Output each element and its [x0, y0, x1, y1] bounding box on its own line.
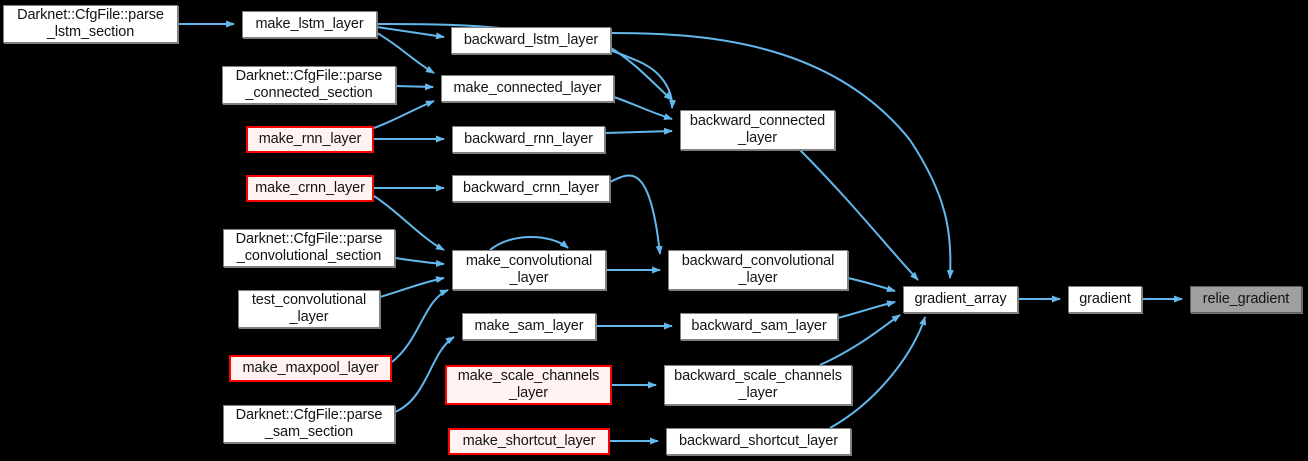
node-parse_lstm_section[interactable]: Darknet::CfgFile::parse _lstm_section: [3, 5, 178, 43]
node-relie_gradient[interactable]: relie_gradient: [1190, 286, 1302, 313]
node-label: backward_shortcut_layer: [679, 433, 838, 449]
node-make_rnn_layer[interactable]: make_rnn_layer: [246, 126, 374, 153]
edge-make_maxpool_layer-to-make_convolutional_layer: [391, 289, 449, 363]
node-label: backward_convolutional _layer: [681, 253, 835, 286]
node-label: make_rnn_layer: [258, 131, 362, 147]
node-label: make_maxpool_layer: [242, 360, 379, 376]
node-test_convolutional_layer[interactable]: test_convolutional _layer: [238, 290, 380, 328]
edge-backward_rnn_layer-to-backward_connected_layer: [604, 127, 673, 135]
node-label: make_lstm_layer: [255, 16, 364, 32]
edge-backward_crnn_layer-to-backward_convolutional_layer: [609, 174, 663, 255]
node-make_convolutional_layer[interactable]: make_convolutional _layer: [452, 250, 606, 290]
node-label: Darknet::CfgFile::parse _connected_secti…: [235, 68, 383, 101]
node-label: gradient_array: [914, 291, 1007, 307]
node-gradient_array[interactable]: gradient_array: [903, 286, 1018, 313]
node-backward_sam_layer[interactable]: backward_sam_layer: [680, 313, 838, 340]
node-backward_crnn_layer[interactable]: backward_crnn_layer: [452, 175, 610, 202]
node-backward_scale_channels_layer[interactable]: backward_scale_channels _layer: [664, 365, 852, 405]
node-parse_connected_section[interactable]: Darknet::CfgFile::parse _connected_secti…: [222, 66, 396, 104]
node-label: make_sam_layer: [474, 318, 584, 334]
edge-make_rnn_layer-to-make_connected_layer: [373, 100, 435, 129]
node-parse_sam_section[interactable]: Darknet::CfgFile::parse _sam_section: [223, 405, 395, 443]
edge-backward_sam_layer-to-gradient_array: [837, 300, 896, 319]
node-gradient[interactable]: gradient: [1068, 286, 1142, 313]
node-parse_convolutional_section[interactable]: Darknet::CfgFile::parse _convolutional_s…: [223, 229, 395, 267]
node-backward_connected_layer[interactable]: backward_connected _layer: [680, 110, 835, 150]
node-label: make_convolutional _layer: [465, 253, 593, 286]
node-label: make_crnn_layer: [255, 180, 365, 196]
node-backward_shortcut_layer[interactable]: backward_shortcut_layer: [666, 428, 851, 455]
edge-test_convolutional_layer-to-make_convolutional_layer: [379, 276, 445, 298]
node-label: make_shortcut_layer: [462, 433, 596, 449]
node-backward_rnn_layer[interactable]: backward_rnn_layer: [452, 126, 605, 153]
node-label: backward_sam_layer: [691, 318, 827, 334]
node-label: Darknet::CfgFile::parse _sam_section: [235, 407, 383, 440]
node-label: make_scale_channels _layer: [457, 368, 600, 401]
node-label: backward_scale_channels _layer: [674, 368, 842, 401]
edge-make_convolutional_layer-to-make_convolutional_layer_self: [489, 236, 569, 251]
node-make_lstm_layer[interactable]: make_lstm_layer: [242, 11, 377, 38]
node-backward_lstm_layer[interactable]: backward_lstm_layer: [451, 27, 611, 54]
node-make_connected_layer[interactable]: make_connected_layer: [441, 75, 614, 102]
node-label: gradient: [1079, 291, 1131, 307]
node-label: backward_lstm_layer: [463, 32, 599, 48]
node-make_maxpool_layer[interactable]: make_maxpool_layer: [229, 355, 392, 382]
node-label: backward_connected _layer: [689, 113, 826, 146]
node-label: make_connected_layer: [453, 80, 602, 96]
node-label: Darknet::CfgFile::parse _lstm_section: [17, 7, 164, 40]
node-make_sam_layer[interactable]: make_sam_layer: [462, 313, 596, 340]
edge-backward_lstm_layer-to-gradient_array: [610, 32, 954, 279]
edge-parse_connected_section-to-make_connected_layer: [395, 83, 434, 91]
node-label: relie_gradient: [1202, 291, 1290, 307]
node-make_scale_channels_layer[interactable]: make_scale_channels _layer: [445, 365, 612, 405]
node-label: backward_crnn_layer: [463, 180, 599, 196]
node-backward_convolutional_layer[interactable]: backward_convolutional _layer: [668, 250, 848, 290]
node-label: backward_rnn_layer: [464, 131, 593, 147]
edge-make_lstm_layer-to-backward_lstm_layer: [376, 26, 445, 40]
edge-parse_convolutional_section-to-make_convolutional_layer: [394, 257, 445, 267]
node-make_shortcut_layer[interactable]: make_shortcut_layer: [448, 428, 610, 455]
node-make_crnn_layer[interactable]: make_crnn_layer: [246, 175, 374, 202]
node-label: test_convolutional _layer: [251, 292, 367, 325]
edge-backward_lstm_layer-to-backward_connected_layer: [610, 47, 673, 101]
edge-make_connected_layer-to-backward_connected_layer: [613, 96, 673, 120]
node-label: Darknet::CfgFile::parse _convolutional_s…: [235, 231, 383, 264]
edge-backward_convolutional_layer-to-gradient_array: [847, 277, 896, 293]
